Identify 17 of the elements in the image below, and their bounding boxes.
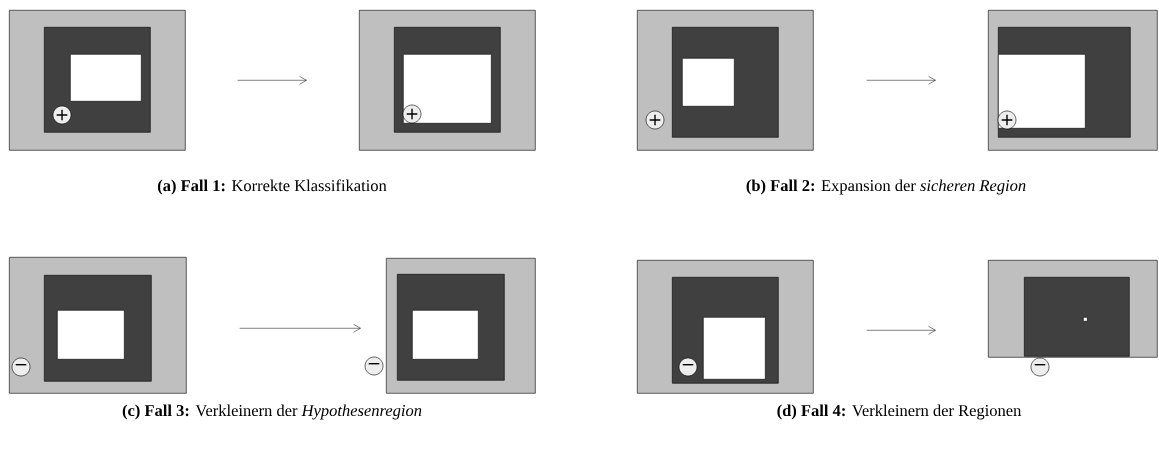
core-box xyxy=(57,310,125,360)
arrow xyxy=(866,76,936,85)
subfigure-caption: (c) Fall 3: Verkleinern der Hypothesenregion xyxy=(122,404,422,420)
arrow xyxy=(866,326,936,335)
core-box xyxy=(703,317,766,380)
subfigure-caption: (d) Fall 4: Verkleinern der Regionen xyxy=(777,404,1022,420)
inner-box xyxy=(1024,277,1130,357)
arrow xyxy=(237,76,307,85)
arrow xyxy=(239,324,361,333)
core-box xyxy=(998,54,1086,129)
core-box xyxy=(70,54,142,102)
core-box xyxy=(412,310,479,360)
core-box xyxy=(682,58,735,107)
subfigure-caption: (a) Fall 1: Korrekte Klassifikation xyxy=(157,179,387,195)
core-box xyxy=(1083,317,1088,322)
core-box xyxy=(403,54,492,124)
subfigure-caption: (b) Fall 2: Expansion der sicheren Region xyxy=(746,179,1026,195)
